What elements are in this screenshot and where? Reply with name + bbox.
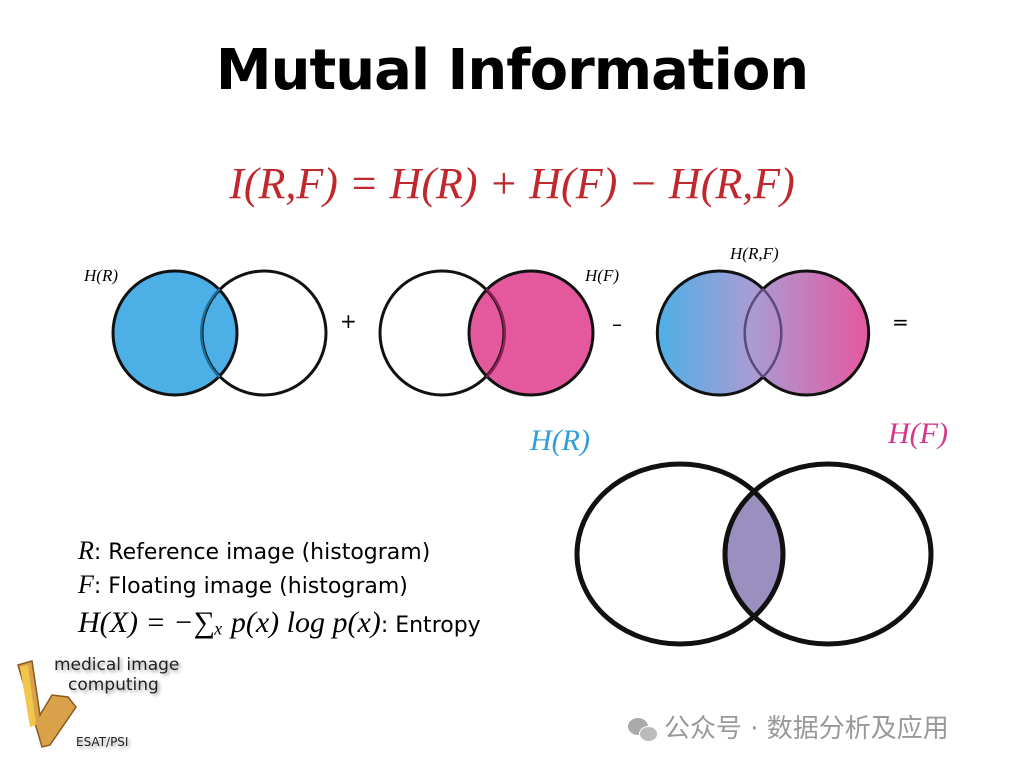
logo-line3: ESAT/PSI xyxy=(76,735,129,749)
logo-line2: computing xyxy=(68,675,159,695)
label-hr: H(R) xyxy=(83,266,118,285)
plus-operator: + xyxy=(340,309,357,333)
logo-line1: medical image xyxy=(54,655,180,675)
watermark: 公众号 · 数据分析及应用 xyxy=(628,708,949,745)
r-symbol: R xyxy=(78,536,94,565)
mutual-information-formula: I(R,F) = H(R) + H(F) − H(R,F) xyxy=(229,159,795,208)
legend-r: R: Reference image (histogram) xyxy=(78,536,430,566)
venn-mutual-information xyxy=(574,461,934,647)
r-description: : Reference image (histogram) xyxy=(93,540,431,565)
wechat-icon xyxy=(628,717,658,742)
label-hrf: H(R,F) xyxy=(729,244,779,263)
equals-operator: = xyxy=(892,310,909,334)
entropy-description: : Entropy xyxy=(380,613,481,638)
f-description: : Floating image (histogram) xyxy=(93,574,408,599)
legend-f: F: Floating image (histogram) xyxy=(78,570,408,600)
venn-hf xyxy=(378,269,595,397)
label-hf: H(F) xyxy=(584,266,619,285)
venn-hrf xyxy=(655,269,871,397)
f-symbol: F xyxy=(78,570,94,599)
logo-mark-icon xyxy=(17,660,77,748)
slide-title: Mutual Information xyxy=(215,38,809,103)
legend-entropy: H(X) = −∑ₓ p(x) log p(x): Entropy xyxy=(78,606,481,640)
medical-image-computing-logo: medical image computing ESAT/PSI xyxy=(10,655,180,755)
entropy-formula: H(X) = −∑ₓ p(x) log p(x) xyxy=(78,606,381,639)
venn-hr xyxy=(111,269,328,397)
big-label-hf: H(F) xyxy=(887,417,948,450)
big-label-hr: H(R) xyxy=(529,424,590,457)
minus-operator: – xyxy=(612,312,622,336)
watermark-text: 公众号 · 数据分析及应用 xyxy=(664,714,949,744)
